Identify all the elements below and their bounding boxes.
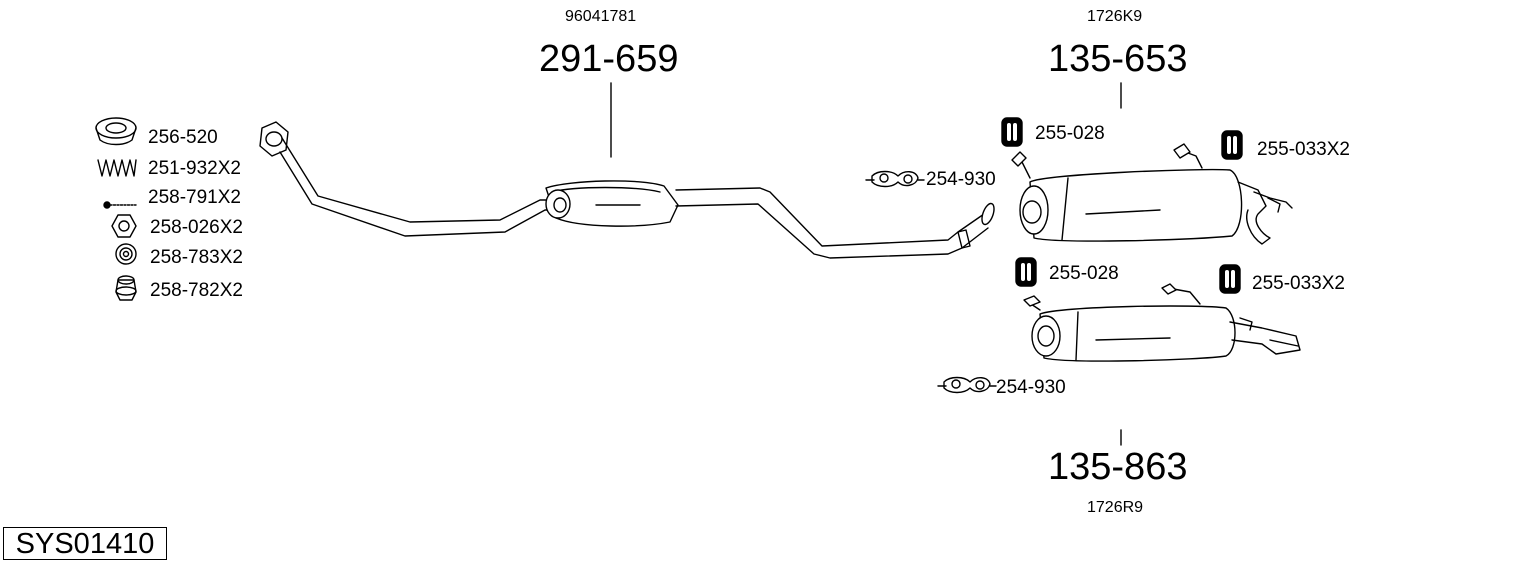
hardware-label: 256-520 bbox=[148, 127, 218, 148]
hardware-label: 254-930 bbox=[996, 377, 1066, 398]
rear-silencer-135-653 bbox=[1011, 143, 1293, 245]
hardware-label: 251-932X2 bbox=[148, 158, 241, 179]
hardware-label: 255-033X2 bbox=[1257, 139, 1350, 160]
part-number-135-653: 135-653 bbox=[1048, 38, 1188, 80]
intermediate-pipe bbox=[675, 187, 995, 259]
hardware-label: 255-028 bbox=[1049, 263, 1119, 284]
hardware-label: 258-782X2 bbox=[150, 280, 243, 301]
front-pipe-291-659 bbox=[279, 137, 553, 237]
oem-number-135-863: 1726R9 bbox=[1087, 499, 1144, 516]
washer-icon bbox=[115, 243, 137, 265]
hardware-label: 258-783X2 bbox=[150, 247, 243, 268]
spring-icon bbox=[97, 159, 137, 177]
pipe-clamp-icon bbox=[937, 376, 997, 394]
rubber-bush-icon bbox=[115, 275, 137, 301]
part-number-291-659: 291-659 bbox=[539, 38, 679, 80]
hex-nut-icon bbox=[111, 214, 137, 238]
part-number-135-863: 135-863 bbox=[1048, 446, 1188, 488]
front-pipe-flange bbox=[259, 121, 289, 157]
hardware-label: 258-026X2 bbox=[150, 217, 243, 238]
rubber-mount-icon bbox=[1015, 257, 1037, 287]
rubber-mount-icon bbox=[1219, 264, 1241, 294]
pipe-clamp-icon bbox=[865, 170, 925, 188]
hardware-label: 255-033X2 bbox=[1252, 273, 1345, 294]
gasket-ring-icon bbox=[95, 117, 137, 146]
rubber-mount-icon bbox=[1001, 117, 1023, 147]
hardware-label: 258-791X2 bbox=[148, 187, 241, 208]
oem-number-291-659: 96041781 bbox=[565, 8, 637, 25]
centre-silencer-291-659 bbox=[545, 180, 679, 227]
bolt-icon bbox=[103, 201, 137, 209]
rear-silencer-135-863 bbox=[1023, 283, 1301, 362]
hardware-label: 255-028 bbox=[1035, 123, 1105, 144]
rubber-mount-icon bbox=[1221, 130, 1243, 160]
oem-number-135-653: 1726K9 bbox=[1087, 8, 1143, 25]
hardware-label: 254-930 bbox=[926, 169, 996, 190]
system-code-box: SYS01410 bbox=[3, 527, 167, 560]
